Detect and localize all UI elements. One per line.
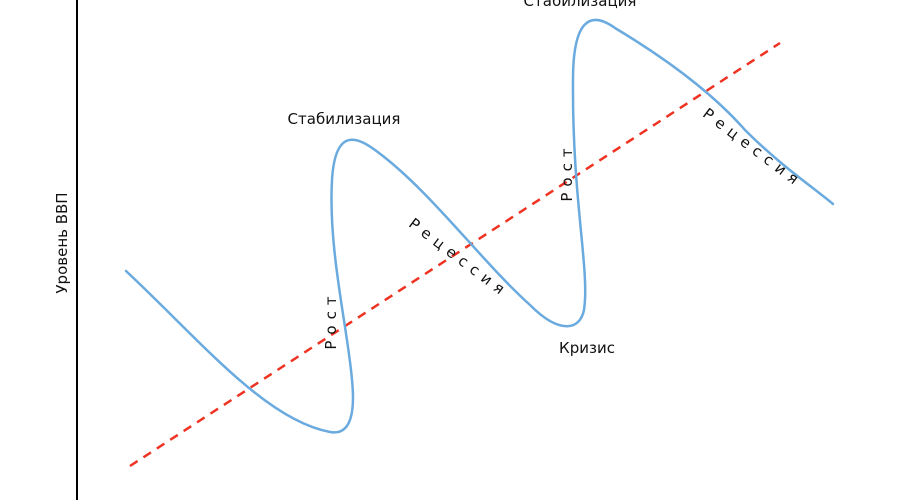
label-recession-2: Рецессия: [699, 104, 806, 191]
label-growth-1: Рост: [322, 290, 340, 349]
label-crisis: Кризис: [559, 339, 615, 357]
trend-line: [129, 41, 781, 468]
cycle-curve: [124, 18, 835, 434]
label-growth-2: Рост: [558, 142, 576, 201]
label-stabilization-1: Стабилизация: [288, 110, 401, 128]
label-stabilization-2: Стабилизация: [524, 0, 637, 10]
y-axis-label: Уровень ВВП: [53, 192, 71, 293]
